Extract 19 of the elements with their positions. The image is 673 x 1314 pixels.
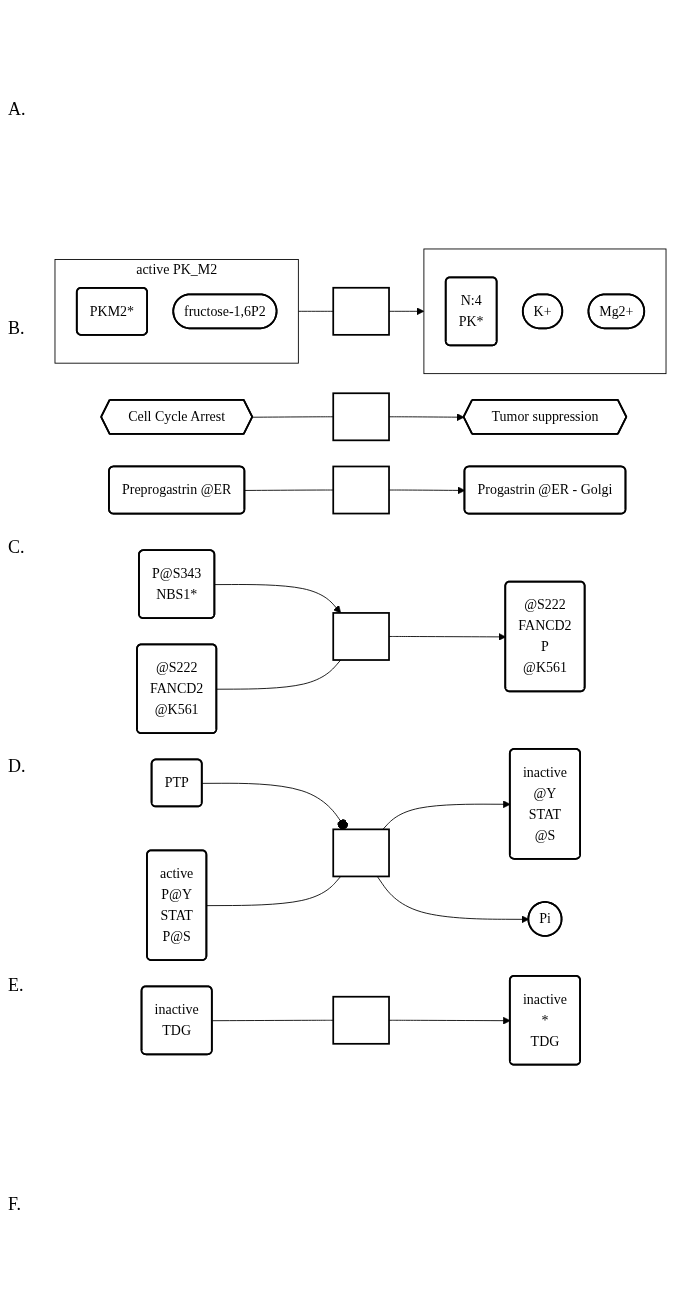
connector [211,1019,334,1022]
node-box [332,465,390,515]
panel-label: B. [8,318,26,339]
panel-label: F. [8,1194,23,1215]
node-box [332,612,390,661]
panel-label: D. [8,756,27,777]
node-box [332,996,390,1045]
node-box [332,828,390,878]
cluster [423,248,667,375]
node-box [332,287,390,336]
connector [244,489,334,492]
panel-label: A. [8,99,27,120]
connector [252,416,334,418]
node-box [332,392,390,442]
connector [216,659,342,690]
panel-label: E. [8,975,25,996]
panel-label: C. [8,537,26,558]
connector [297,311,334,312]
connector [206,876,342,907]
